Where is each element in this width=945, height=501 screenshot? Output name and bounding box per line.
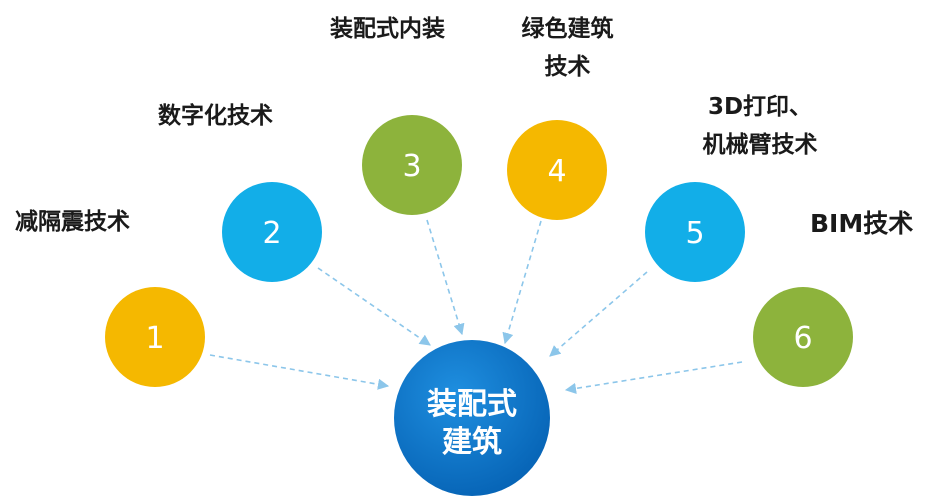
arrow-1 xyxy=(209,354,390,390)
node-3-circle xyxy=(362,115,462,215)
node-4-number: 4 xyxy=(547,154,566,189)
node-6: 6 xyxy=(753,287,853,387)
node-2: 2 xyxy=(222,182,322,282)
connector-arrows xyxy=(209,219,743,394)
node-label-6-line1: BIM技术 xyxy=(810,209,914,238)
node-label-3: 装配式内装 xyxy=(330,10,445,48)
node-label-4: 绿色建筑 技术 xyxy=(505,10,630,86)
node-3: 3 xyxy=(362,115,462,215)
node-2-number: 2 xyxy=(262,216,281,251)
node-1-number: 1 xyxy=(145,321,164,356)
node-label-3-line1: 装配式内装 xyxy=(330,16,445,42)
center-label-line1: 装配式 xyxy=(427,387,517,422)
arrow-3 xyxy=(426,219,465,336)
node-4-circle xyxy=(507,120,607,220)
center-label-line2: 建筑 xyxy=(442,425,502,460)
arrow-2 xyxy=(317,267,431,346)
node-label-5-line2: 机械臂技术 xyxy=(702,132,818,158)
arrow-5 xyxy=(549,271,648,357)
node-label-4-line2: 技术 xyxy=(544,54,591,80)
node-label-1: 减隔震技术 xyxy=(15,203,130,241)
node-label-6: BIM技术 xyxy=(810,205,913,243)
node-5-number: 5 xyxy=(685,216,704,251)
node-label-5-line1: 3D打印、 xyxy=(707,94,813,120)
node-6-number: 6 xyxy=(793,321,812,356)
node-4: 4 xyxy=(507,120,607,220)
node-5: 5 xyxy=(645,182,745,282)
node-label-5: 3D打印、 机械臂技术 xyxy=(690,88,830,164)
arrow-4 xyxy=(502,220,542,345)
center-node: 装配式 建筑 xyxy=(394,340,550,496)
technology-nodes: 1 2 3 4 5 6 xyxy=(105,115,853,387)
node-1: 1 xyxy=(105,287,205,387)
node-6-circle xyxy=(753,287,853,387)
node-label-2-line1: 数字化技术 xyxy=(158,103,273,129)
node-1-circle xyxy=(105,287,205,387)
node-5-circle xyxy=(645,182,745,282)
node-label-4-line1: 绿色建筑 xyxy=(521,16,614,42)
arrow-6 xyxy=(564,361,743,394)
node-2-circle xyxy=(222,182,322,282)
node-3-number: 3 xyxy=(402,149,421,184)
center-circle xyxy=(394,340,550,496)
node-label-2: 数字化技术 xyxy=(158,97,273,135)
node-label-1-line1: 减隔震技术 xyxy=(15,209,130,235)
